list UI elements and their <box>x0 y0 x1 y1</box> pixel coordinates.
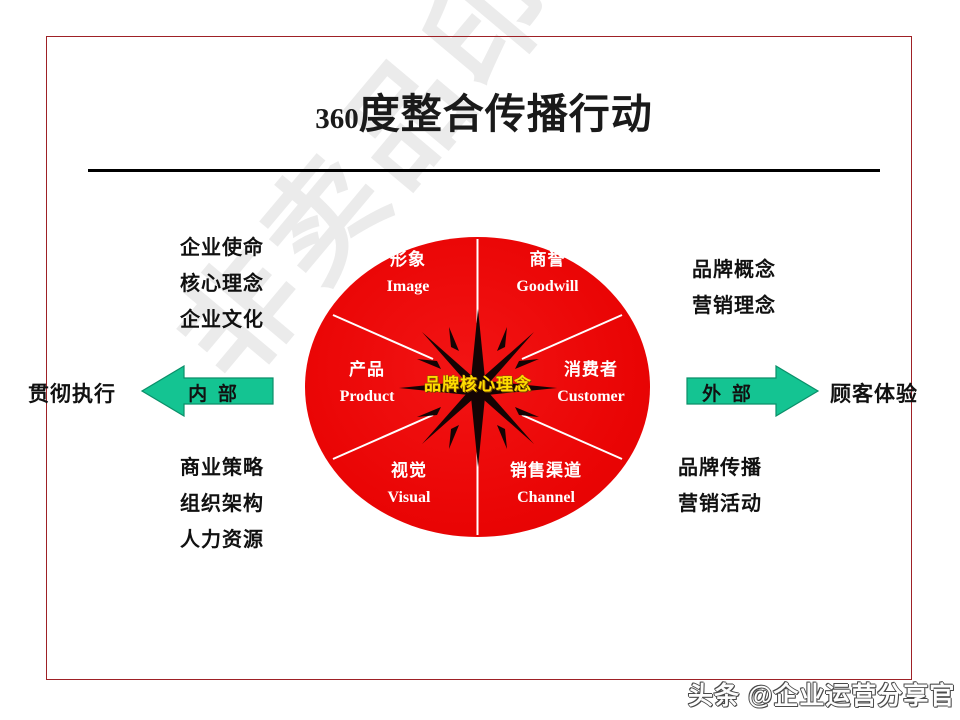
arrow-right-icon <box>686 365 820 417</box>
page-title: 360度整合传播行动 <box>88 80 880 140</box>
brand-core-label: 品牌核心理念 <box>424 375 532 394</box>
right-top-keyword-2: 营销理念 <box>692 295 776 317</box>
arrow-left-icon <box>140 365 274 417</box>
right-bottom-keywords: 品牌传播 营销活动 <box>678 450 762 522</box>
left-bottom-keyword-1: 商业策略 <box>180 457 264 479</box>
left-top-keyword-3: 企业文化 <box>180 309 264 331</box>
title-number: 360 <box>315 103 359 135</box>
left-bottom-keyword-3: 人力资源 <box>180 529 264 551</box>
left-top-keyword-2: 核心理念 <box>180 273 264 295</box>
left-top-keyword-1: 企业使命 <box>180 237 264 259</box>
left-bottom-keywords: 商业策略 组织架构 人力资源 <box>180 450 264 558</box>
compass-star-icon: 品牌核心理念 <box>397 307 559 469</box>
title-divider-rule <box>88 169 880 172</box>
external-arrow-right: 外 部 <box>686 365 820 417</box>
implementation-label: 贯彻执行 <box>28 382 116 406</box>
customer-experience-label: 顾客体验 <box>830 382 918 406</box>
brand-wheel: 形象 Image 商誉 Goodwill 产品 Product 消费者 Cust… <box>305 237 650 537</box>
footer-watermark: 头条 @企业运营分享官 <box>688 682 956 710</box>
right-bottom-keyword-2: 营销活动 <box>678 493 762 515</box>
left-bottom-keyword-2: 组织架构 <box>180 493 264 515</box>
wheel-divider-lines <box>332 239 623 535</box>
right-bottom-keyword-1: 品牌传播 <box>678 457 762 479</box>
left-top-keywords: 企业使命 核心理念 企业文化 <box>180 230 264 338</box>
title-text: 度整合传播行动 <box>358 91 653 137</box>
right-top-keywords: 品牌概念 营销理念 <box>692 252 776 324</box>
compass-star-svg <box>399 309 557 467</box>
internal-arrow-left: 内 部 <box>140 365 274 417</box>
right-top-keyword-1: 品牌概念 <box>692 259 776 281</box>
